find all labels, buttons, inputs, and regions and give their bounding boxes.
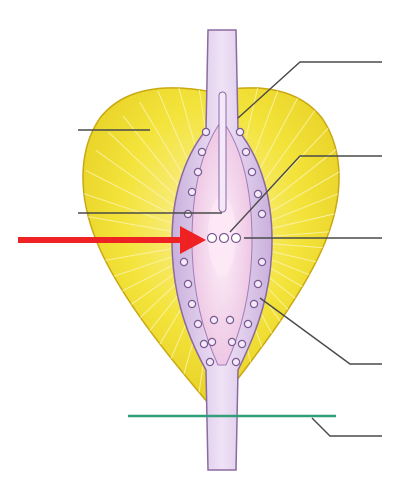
wall-pore xyxy=(232,358,239,365)
wall-pore xyxy=(206,358,213,365)
wall-pore xyxy=(254,190,261,197)
wall-pore xyxy=(184,280,191,287)
wall-pore xyxy=(194,320,201,327)
wall-pore xyxy=(238,340,245,347)
wall-pore xyxy=(194,168,201,175)
wall-pore xyxy=(250,300,257,307)
ostiole-pores xyxy=(208,234,241,243)
wall-pore xyxy=(188,300,195,307)
wall-pore xyxy=(188,188,195,195)
wall-pore xyxy=(258,210,265,217)
wall-pore xyxy=(258,258,265,265)
wall-pore xyxy=(202,128,209,135)
wall-pore xyxy=(226,316,233,323)
wall-pore xyxy=(244,320,251,327)
leader-line-base xyxy=(312,418,382,436)
wall-pore xyxy=(248,168,255,175)
wall-pore xyxy=(198,148,205,155)
wall-pore xyxy=(228,338,235,345)
wall-pore xyxy=(254,280,261,287)
wall-pore xyxy=(242,148,249,155)
wall-pore xyxy=(208,338,215,345)
stalk-canal xyxy=(219,92,226,212)
wall-pore xyxy=(236,128,243,135)
wall-pore xyxy=(210,316,217,323)
wall-pore xyxy=(200,340,207,347)
wall-pore xyxy=(180,258,187,265)
wall-pore xyxy=(184,210,191,217)
